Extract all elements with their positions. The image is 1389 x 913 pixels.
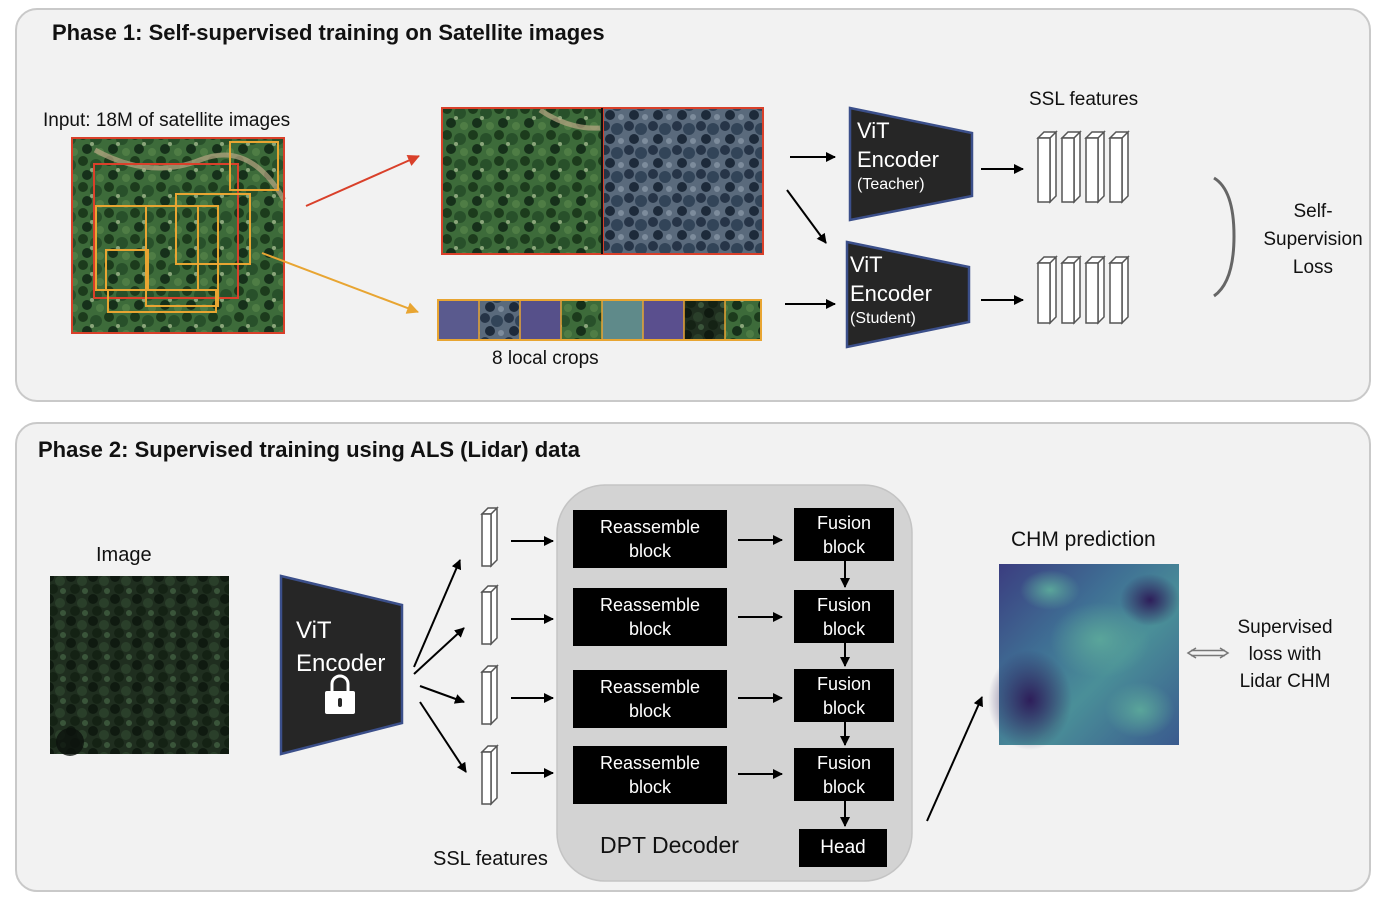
- local-crop-arrow: [261, 252, 419, 314]
- ssl-features-label-phase1: SSL features: [1029, 89, 1139, 110]
- curly-brace-icon: [1213, 176, 1236, 298]
- phase1-title: Phase 1: Self-supervised training on Sat…: [52, 20, 605, 45]
- fusion-block-3: Fusion block: [794, 669, 894, 722]
- supervised-loss-line-3: Lidar CHM: [1239, 671, 1331, 692]
- reassemble-block-2: Reassemble block: [573, 588, 727, 646]
- phase2-encoder: [279, 574, 404, 756]
- ssl-feature-stack-teacher: [1036, 130, 1130, 204]
- teacher-sub: (Teacher): [857, 176, 925, 193]
- global-crop-arrow: [305, 154, 420, 207]
- phase2-ssl-features: [480, 506, 499, 806]
- fusion-block-2: Fusion block: [794, 590, 894, 643]
- phase2-encoder-line2: Encoder: [296, 650, 386, 677]
- student-encoder: [845, 240, 971, 349]
- teacher-encoder: [848, 106, 974, 222]
- phase2-encoder-line1: ViT: [296, 617, 332, 644]
- chm-prediction-label: CHM prediction: [1011, 528, 1156, 551]
- self-supervision-loss-label: Self- Supervision Loss: [1253, 198, 1373, 282]
- reassemble-block-4: Reassemble block: [573, 746, 727, 804]
- chm-prediction-image: [988, 564, 1180, 750]
- teacher-line2: Encoder: [857, 147, 939, 172]
- supervised-loss-line-2: loss with: [1248, 644, 1322, 665]
- supervised-loss-label: Supervised loss with Lidar CHM: [1226, 614, 1344, 695]
- reassemble-block-3: Reassemble block: [573, 670, 727, 728]
- teacher-line1: ViT: [857, 118, 890, 143]
- input-label: Input: 18M of satellite images: [43, 110, 291, 131]
- ssl-feature-stack-student: [1036, 255, 1130, 325]
- global-crops: [441, 107, 764, 255]
- student-encoder-label: ViT Encoder (Student): [850, 250, 932, 330]
- loss-line-1: Self-: [1293, 201, 1333, 222]
- phase2-input-image: [50, 576, 229, 756]
- ssl-features-label-phase2: SSL features: [433, 848, 548, 870]
- input-satellite-image: [71, 137, 287, 334]
- supervised-loss-line-1: Supervised: [1237, 617, 1333, 638]
- fusion-block-4: Fusion block: [794, 748, 894, 801]
- dpt-decoder-label: DPT Decoder: [600, 832, 739, 858]
- image-label: Image: [96, 544, 152, 566]
- head-block: Head: [799, 829, 887, 867]
- reassemble-block-1: Reassemble block: [573, 510, 727, 568]
- phase2-title: Phase 2: Supervised training using ALS (…: [38, 437, 580, 462]
- student-sub: (Student): [850, 310, 916, 327]
- bidirectional-arrow-icon: [1186, 647, 1230, 659]
- student-line1: ViT: [850, 252, 883, 277]
- local-crops-label: 8 local crops: [492, 348, 599, 369]
- teacher-encoder-label: ViT Encoder (Teacher): [857, 116, 939, 196]
- local-crops-strip: [437, 299, 762, 341]
- loss-line-2: Supervision: [1263, 229, 1363, 250]
- loss-line-3: Loss: [1292, 257, 1334, 278]
- student-line2: Encoder: [850, 281, 932, 306]
- fusion-block-1: Fusion block: [794, 508, 894, 561]
- phase2-encoder-label: ViT Encoder: [296, 614, 385, 680]
